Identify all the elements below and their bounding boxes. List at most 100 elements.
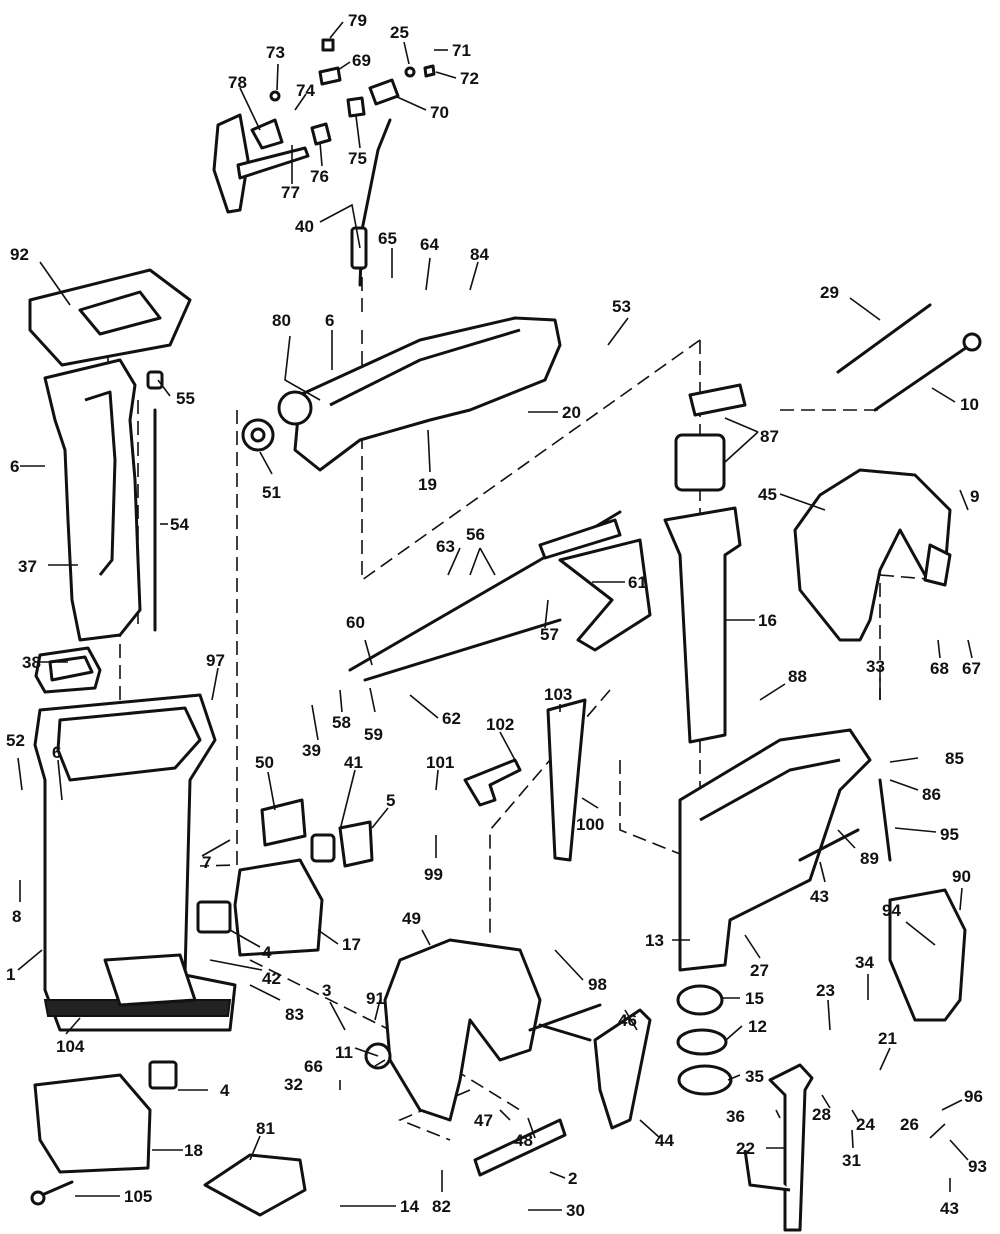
callout-32: 32: [284, 1075, 303, 1094]
callout-85: 85: [945, 749, 964, 768]
callout-56: 56: [466, 525, 485, 544]
pad-41-part: [310, 820, 374, 868]
callout-98: 98: [588, 975, 607, 994]
callout-12: 12: [748, 1017, 767, 1036]
callout-95: 95: [940, 825, 959, 844]
callout-79: 79: [348, 11, 367, 30]
callout-55: 55: [176, 389, 195, 408]
callout-4-a: 4: [262, 943, 272, 962]
gasket-92-part: [28, 268, 192, 367]
callout-16: 16: [758, 611, 777, 630]
callout-82: 82: [432, 1197, 451, 1216]
link-44-part: [538, 1008, 652, 1130]
callout-33: 33: [866, 657, 885, 676]
callout-97: 97: [206, 651, 225, 670]
callout-69: 69: [352, 51, 371, 70]
drive-shaft-housing-1-part: [33, 693, 237, 1032]
callout-43-a: 43: [810, 887, 829, 906]
callout-75: 75: [348, 149, 367, 168]
clamp-bracket-45-part: [793, 468, 952, 642]
callout-72: 72: [460, 69, 479, 88]
callout-90: 90: [952, 867, 971, 886]
shift-lever-22-part: [743, 1063, 814, 1232]
callout-46: 46: [618, 1011, 637, 1030]
callout-7: 7: [202, 853, 211, 872]
callout-14: 14: [400, 1197, 419, 1216]
callout-61: 61: [628, 573, 647, 592]
callout-39: 39: [302, 741, 321, 760]
leader-lines: [17, 21, 973, 1211]
callout-4-b: 4: [220, 1081, 230, 1100]
callout-76: 76: [310, 167, 329, 186]
callout-84: 84: [470, 245, 489, 264]
callout-78: 78: [228, 73, 247, 92]
callout-22: 22: [736, 1139, 755, 1158]
callout-20: 20: [562, 403, 581, 422]
callout-45: 45: [758, 485, 777, 504]
callout-31: 31: [842, 1151, 861, 1170]
callout-64: 64: [420, 235, 439, 254]
callout-28: 28: [812, 1105, 831, 1124]
callout-102: 102: [486, 715, 514, 734]
callout-86: 86: [922, 785, 941, 804]
callout-81: 81: [256, 1119, 275, 1138]
callout-67: 67: [962, 659, 981, 678]
callout-66: 66: [304, 1057, 323, 1076]
pin-89-part: [798, 828, 860, 862]
callout-80: 80: [272, 311, 291, 330]
callout-65: 65: [378, 229, 397, 248]
clamp-bracket-49-part: [364, 938, 542, 1122]
callout-63: 63: [436, 537, 455, 556]
callout-27: 27: [750, 961, 769, 980]
callout-10: 10: [960, 395, 979, 414]
callout-77: 77: [281, 183, 300, 202]
callout-13: 13: [645, 931, 664, 950]
swivel-tube-16-part: [663, 383, 747, 744]
callout-41: 41: [344, 753, 363, 772]
bracket-19-part: [293, 316, 562, 472]
callout-labels: 79 25 71 73 69 72 78 74 70 75 76 77 40 6…: [6, 11, 987, 1220]
callout-94: 94: [882, 901, 901, 920]
callout-68: 68: [930, 659, 949, 678]
callout-92: 92: [10, 245, 29, 264]
callout-1: 1: [6, 965, 15, 984]
callout-15: 15: [745, 989, 764, 1008]
callout-57: 57: [540, 625, 559, 644]
tube-54-part: [146, 370, 164, 632]
spring-46-part: [528, 1003, 602, 1032]
callout-29: 29: [820, 283, 839, 302]
callout-43-b: 43: [940, 1199, 959, 1218]
callout-25: 25: [390, 23, 409, 42]
callout-19: 19: [418, 475, 437, 494]
callout-62: 62: [442, 709, 461, 728]
callout-34: 34: [855, 953, 874, 972]
callout-36: 36: [726, 1107, 745, 1126]
callout-83: 83: [285, 1005, 304, 1024]
callout-21: 21: [878, 1029, 897, 1048]
callout-54: 54: [170, 515, 189, 534]
callout-6-c: 6: [52, 743, 61, 762]
callout-89: 89: [860, 849, 879, 868]
throttle-link-56-part: [348, 510, 652, 682]
callout-50: 50: [255, 753, 274, 772]
callout-18: 18: [184, 1141, 203, 1160]
callout-49: 49: [402, 909, 421, 928]
callout-30: 30: [566, 1201, 585, 1220]
callout-105: 105: [124, 1187, 152, 1206]
callout-23: 23: [816, 981, 835, 1000]
callout-104: 104: [56, 1037, 85, 1056]
callout-58: 58: [332, 713, 351, 732]
callout-35: 35: [745, 1067, 764, 1086]
small-hardware-top: [269, 38, 436, 146]
callout-38: 38: [22, 653, 41, 672]
callout-42: 42: [262, 969, 281, 988]
callout-93: 93: [968, 1157, 987, 1176]
callout-11: 11: [335, 1043, 353, 1062]
callout-91: 91: [366, 989, 385, 1008]
callout-87: 87: [760, 427, 779, 446]
callout-73: 73: [266, 43, 285, 62]
callout-24: 24: [856, 1115, 875, 1134]
spring-95-part: [878, 778, 892, 862]
callout-9: 9: [970, 487, 979, 506]
